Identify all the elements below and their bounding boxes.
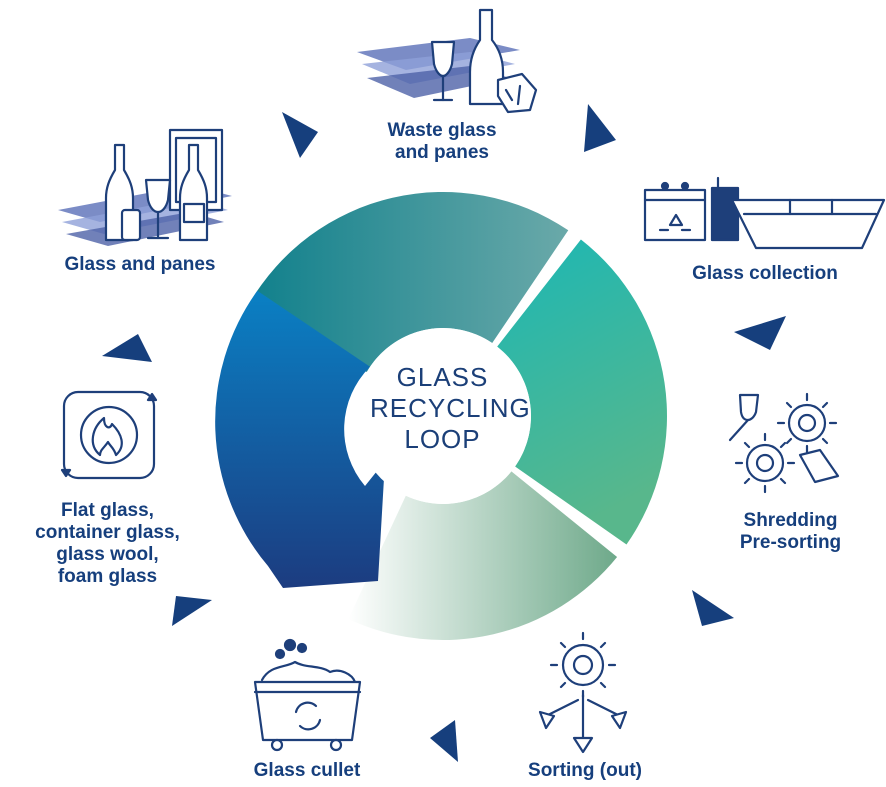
arrow-panes-to-waste bbox=[282, 112, 318, 158]
stage-label-shredding: Shredding Pre-sorting bbox=[718, 510, 863, 554]
arrow-collection-to-shredding bbox=[734, 316, 786, 350]
sorting-gear-icon bbox=[538, 631, 628, 754]
stage-label-products: Flat glass, container glass, glass wool,… bbox=[15, 500, 200, 588]
melting-furnace-icon bbox=[60, 390, 158, 480]
center-title-line-2: RECYCLING bbox=[370, 393, 531, 423]
stage-label-products-line-3: glass wool, bbox=[56, 544, 159, 565]
flow-arrows bbox=[102, 104, 786, 762]
stage-label-sorting-line-1: Sorting (out) bbox=[528, 760, 642, 781]
stage-label-waste-line-1: Waste glass bbox=[387, 120, 497, 141]
center-title-line-3: LOOP bbox=[404, 424, 481, 454]
ring-segment-sorting bbox=[348, 471, 618, 641]
stage-label-waste: Waste glass and panes bbox=[372, 120, 512, 164]
stage-label-products-line-2: container glass, bbox=[35, 522, 180, 543]
shredding-gears-icon bbox=[728, 392, 840, 494]
stage-label-shredding-line-1: Shredding bbox=[743, 510, 838, 531]
stage-label-cullet: Glass cullet bbox=[232, 760, 382, 782]
glass-collection-icon bbox=[643, 176, 886, 250]
ring-center bbox=[355, 328, 531, 504]
stage-label-collection: Glass collection bbox=[670, 263, 860, 285]
center-title-line-1: GLASS bbox=[396, 362, 489, 392]
stage-label-panes-line-1: Glass and panes bbox=[64, 254, 216, 275]
ring-segment-processing bbox=[497, 239, 667, 545]
cullet-bin-icon bbox=[253, 638, 362, 752]
waste-glass-icon bbox=[357, 8, 538, 114]
glass-and-panes-icon bbox=[58, 128, 232, 246]
stage-label-products-line-4: foam glass bbox=[57, 566, 158, 587]
arrow-waste-to-collection bbox=[584, 104, 616, 152]
arrow-sorting-to-cullet bbox=[430, 720, 458, 762]
stage-label-sorting: Sorting (out) bbox=[505, 760, 665, 782]
stage-label-collection-line-1: Glass collection bbox=[692, 263, 838, 284]
stage-label-waste-line-2: and panes bbox=[395, 142, 489, 163]
arrow-cullet-to-products bbox=[172, 596, 212, 626]
arrow-shredding-to-sorting bbox=[692, 590, 734, 626]
stage-label-cullet-line-1: Glass cullet bbox=[253, 760, 361, 781]
ring-segment-remelting bbox=[215, 290, 385, 588]
center-title: GLASS RECYCLING LOOP bbox=[370, 362, 531, 455]
ring-segment-collection bbox=[249, 191, 569, 372]
stage-label-shredding-line-2: Pre-sorting bbox=[739, 532, 842, 553]
recycling-ring bbox=[215, 191, 667, 641]
stage-label-products-line-1: Flat glass, bbox=[61, 500, 154, 521]
stage-label-panes: Glass and panes bbox=[45, 254, 235, 276]
arrow-products-to-panes bbox=[102, 334, 152, 362]
